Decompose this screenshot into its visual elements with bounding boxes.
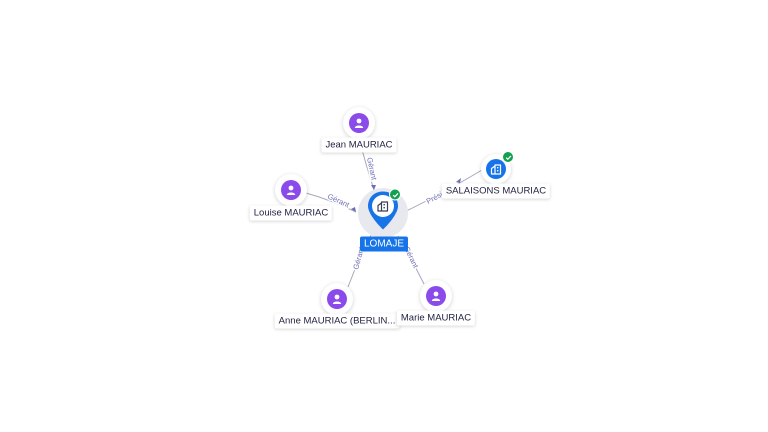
map-pin-icon	[368, 191, 398, 230]
center-node-lomaje[interactable]	[366, 188, 401, 239]
person-node-louise[interactable]	[275, 174, 307, 206]
verified-check-icon	[389, 188, 401, 201]
company-node-salaisons[interactable]	[481, 151, 514, 184]
edge-arrow	[351, 207, 356, 212]
building-icon	[377, 201, 389, 212]
edge-louise-to-lomaje	[305, 192, 357, 213]
person-label-anne[interactable]: Anne MAURIAC (BERLIN...	[274, 313, 400, 329]
person-node-marie[interactable]	[420, 280, 452, 312]
edge-lomaje-to-salaisons	[401, 169, 483, 214]
building-icon	[486, 159, 506, 179]
center-label-lomaje[interactable]: LOMAJE	[359, 236, 409, 252]
edge-arrow	[456, 178, 461, 183]
person-node-anne[interactable]	[321, 283, 353, 315]
person-icon	[349, 113, 369, 133]
company-label-salaisons[interactable]: SALAISONS MAURIAC	[441, 183, 551, 199]
edge-arrow	[371, 185, 376, 190]
person-label-marie[interactable]: Marie MAURIAC	[396, 310, 476, 326]
person-icon	[426, 286, 446, 306]
person-label-jean[interactable]: Jean MAURIAC	[321, 137, 397, 153]
person-node-jean[interactable]	[343, 107, 375, 139]
person-icon	[327, 289, 347, 309]
person-icon	[281, 180, 301, 200]
person-label-louise[interactable]: Louise MAURIAC	[249, 205, 333, 221]
verified-check-icon	[502, 151, 514, 163]
